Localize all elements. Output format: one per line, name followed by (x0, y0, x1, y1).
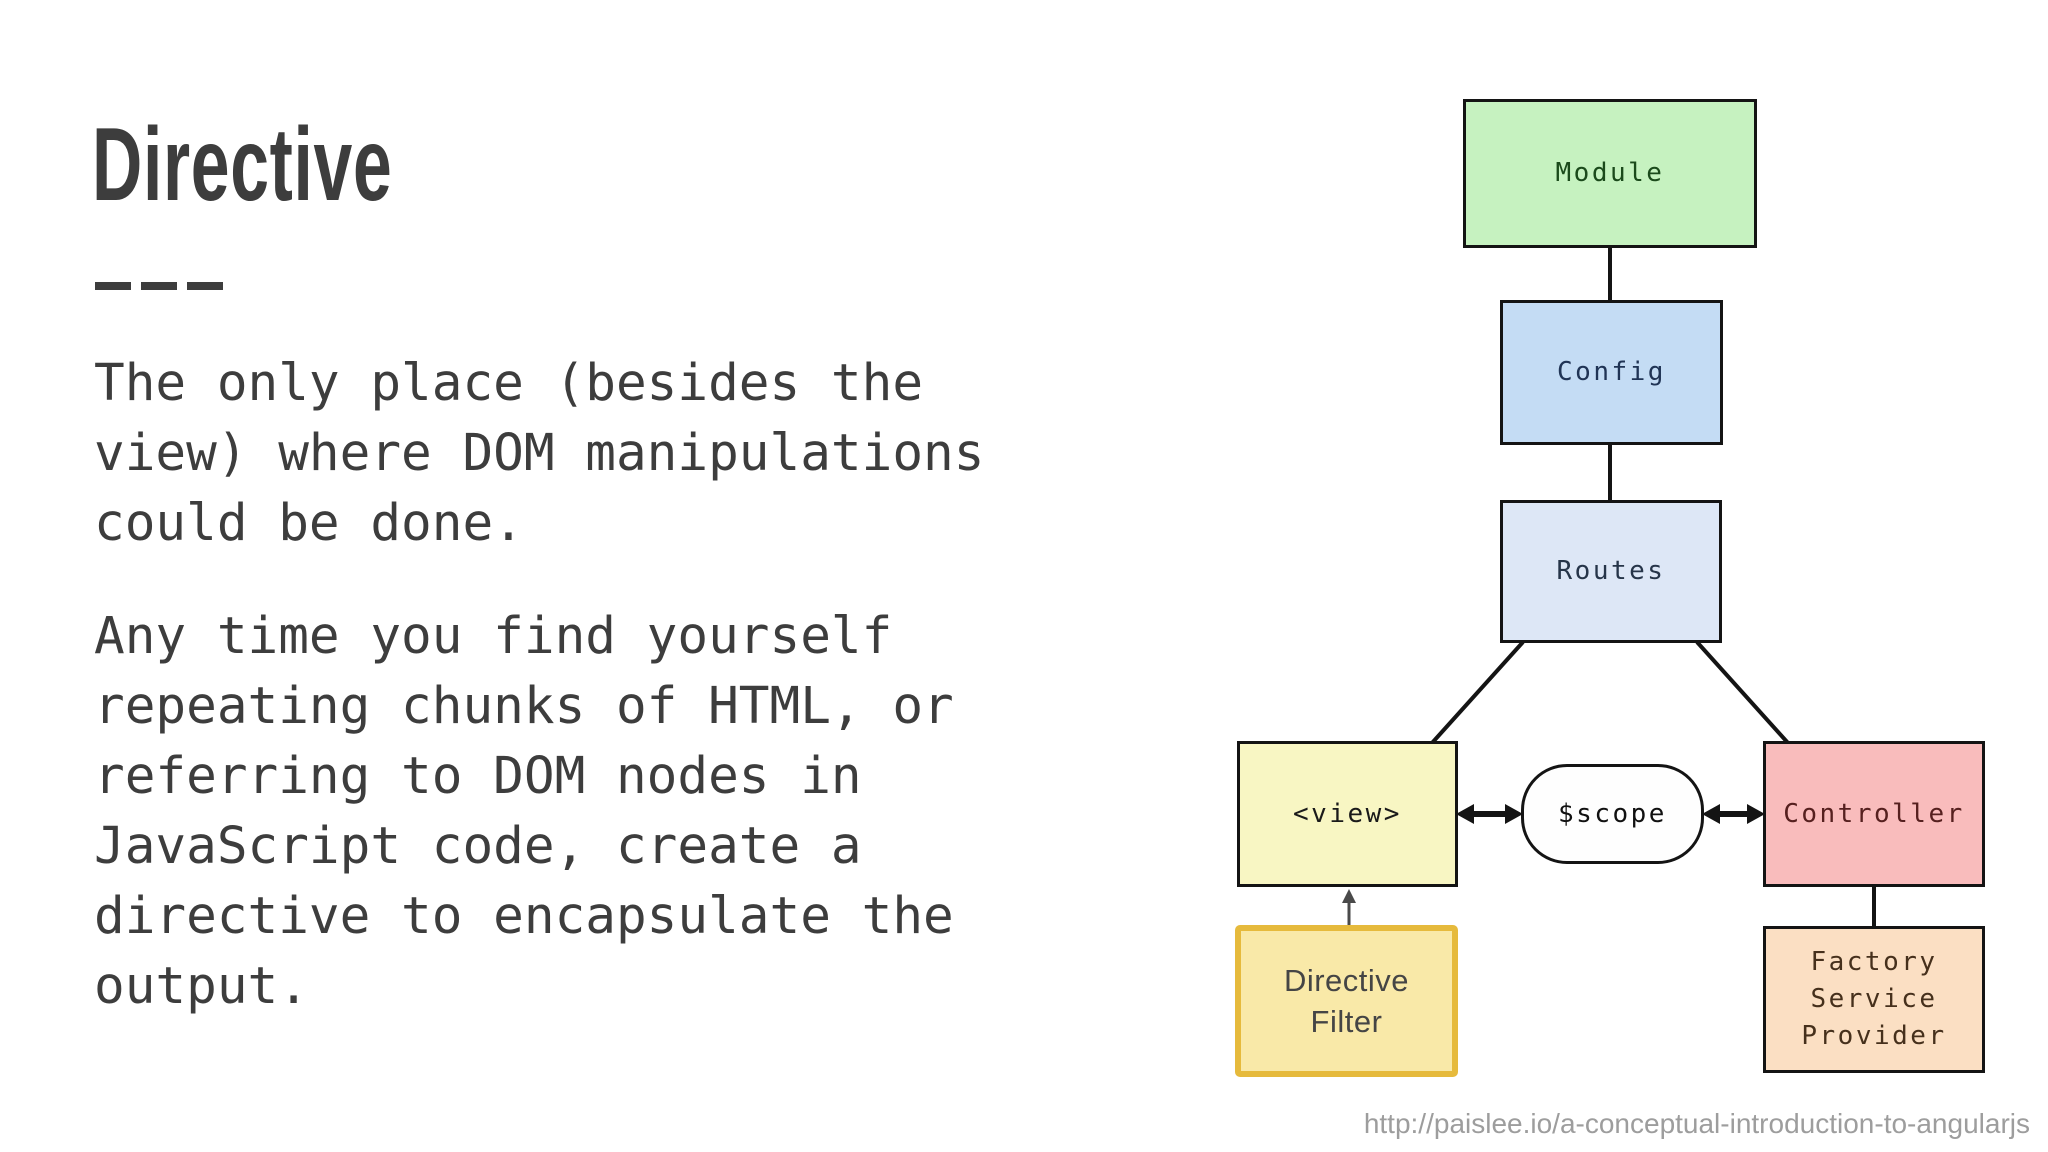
edge-routes-view (1430, 640, 1525, 745)
edge-routes-controller (1695, 640, 1790, 745)
diagram-node-module: Module (1463, 99, 1757, 248)
separator-dash (187, 282, 223, 290)
diagram-node-config: Config (1500, 300, 1723, 445)
separator-dash (141, 282, 177, 290)
edge-scope-controller-arrow (1702, 804, 1765, 824)
diagram-node-routes: Routes (1500, 500, 1722, 643)
diagram-node-scope: $scope (1521, 764, 1704, 864)
separator-dash (95, 282, 131, 290)
diagram-node-directive-filter: Directive Filter (1235, 925, 1458, 1077)
diagram-node-factory-service-provider: Factory Service Provider (1763, 926, 1985, 1073)
edge-dfilter-view-arrow (1342, 889, 1356, 928)
diagram-node-controller: Controller (1763, 741, 1985, 887)
body-paragraph-1: The only place (besides the view) where … (94, 354, 985, 553)
edge-view-scope-arrow (1456, 804, 1523, 824)
diagram-node-view: <view> (1237, 741, 1458, 887)
body-paragraph-2: Any time you find yourself repeating chu… (94, 607, 954, 1016)
source-url: http://paislee.io/a-conceptual-introduct… (1363, 1108, 2030, 1139)
title-separator (95, 282, 223, 290)
slide-title: Directive (92, 107, 393, 223)
